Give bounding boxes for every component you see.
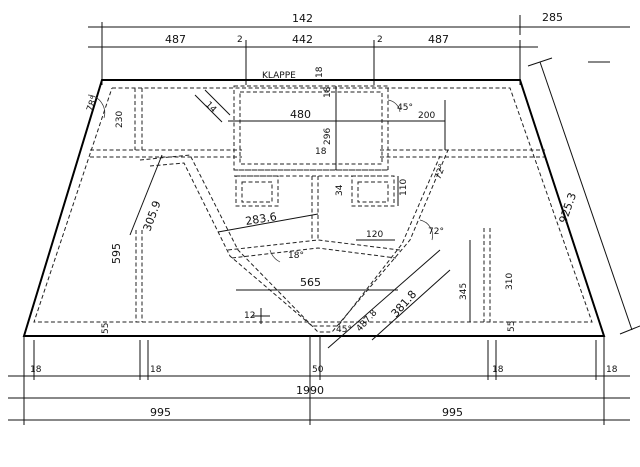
dim-120: 120 <box>366 230 383 240</box>
dim-480: 480 <box>290 108 311 121</box>
main-outline <box>22 79 606 337</box>
dim-283: 283.6 <box>244 210 277 228</box>
dim-310: 310 <box>505 273 515 290</box>
right-partitions <box>469 228 491 322</box>
dim-595: 595 <box>110 243 123 264</box>
dim-381: 381.8 <box>389 288 420 320</box>
dim-12: 12 <box>244 311 255 321</box>
upper-shelf <box>90 149 545 158</box>
dim-bot-half-right: 995 <box>442 406 463 419</box>
top-dimensions <box>88 15 630 85</box>
dim-top-total: 142 <box>292 12 313 25</box>
left-vertical-member <box>135 230 143 322</box>
dim-bot-18-d: 18 <box>606 365 618 375</box>
dim-345: 345 <box>459 283 469 300</box>
dim-18-b: 18 <box>315 147 327 157</box>
dim-gap-left: 2 <box>237 35 243 45</box>
dim-bot-18-a: 18 <box>30 365 42 375</box>
dim-klappe-gap: 18 <box>315 66 325 78</box>
funnel-structure <box>139 149 449 333</box>
angle-45: 45° <box>397 103 413 113</box>
dim-34: 34 <box>335 184 345 196</box>
angle-78: 78° <box>85 95 100 113</box>
dim-296: 296 <box>323 128 333 145</box>
angle-72: 72° <box>428 227 444 237</box>
dim-565: 565 <box>300 276 321 289</box>
dim-gap-right: 2 <box>377 35 383 45</box>
angle-45-b: 45° <box>336 325 352 335</box>
dim-top-right: 487 <box>428 33 449 46</box>
klappe-label: KLAPPE <box>262 71 296 81</box>
central-box <box>228 85 395 177</box>
dim-55-left: 55 <box>101 323 111 334</box>
dim-top-mid: 442 <box>292 33 313 46</box>
dim-230: 230 <box>115 111 125 128</box>
dim-925: 925.3 <box>557 191 580 225</box>
angle-18: 18° <box>288 251 304 261</box>
center-small-boxes <box>235 175 395 240</box>
dim-200: 200 <box>418 111 435 121</box>
dim-bot-18-b: 18 <box>150 365 162 375</box>
dim-bot-total: 1990 <box>296 384 324 397</box>
dim-55-right: 55 <box>507 321 517 332</box>
dim-14: 14 <box>203 100 218 115</box>
dim-bot-18-c: 18 <box>492 365 504 375</box>
dim-305: 305.9 <box>141 199 164 233</box>
bottom-dimensions <box>8 336 630 425</box>
dim-18-a: 18 <box>323 86 333 98</box>
dim-top-extra: 285 <box>542 11 563 24</box>
dim-bot-50: 50 <box>312 365 324 375</box>
dim-top-left: 487 <box>165 33 186 46</box>
angle-72-top: 72° <box>433 163 448 181</box>
inner-outline <box>33 87 593 323</box>
dim-bot-half-left: 995 <box>150 406 171 419</box>
dim-110: 110 <box>399 179 409 196</box>
